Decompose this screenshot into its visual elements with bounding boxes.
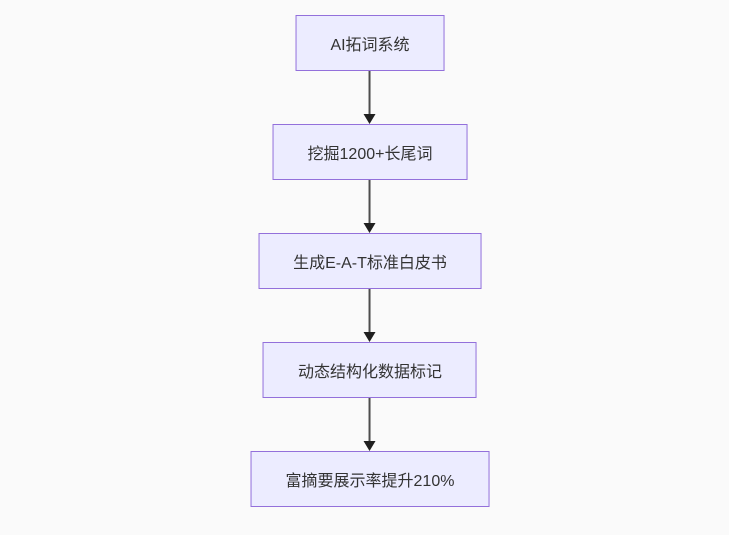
flow-node-structured-data: 动态结构化数据标记	[262, 342, 477, 398]
flow-node-label: AI拓词系统	[330, 37, 410, 54]
flowchart: AI拓词系统 挖掘1200+长尾词 生成E-A-T标准白皮书 动态结构化数据标记	[250, 15, 490, 507]
flow-node-label: 挖掘1200+长尾词	[307, 146, 433, 163]
flow-node-eat-whitepaper: 生成E-A-T标准白皮书	[258, 233, 482, 289]
arrow-down-3	[364, 289, 376, 342]
arrowhead-icon	[364, 332, 376, 342]
arrowhead-icon	[364, 114, 376, 124]
arrow-down-4	[364, 398, 376, 451]
flow-node-label: 动态结构化数据标记	[297, 364, 442, 381]
arrow-line	[369, 180, 371, 223]
flow-node-label: 生成E-A-T标准白皮书	[293, 255, 447, 272]
flow-node-ai-word-system: AI拓词系统	[295, 15, 445, 71]
arrowhead-icon	[364, 441, 376, 451]
arrow-line	[369, 289, 371, 332]
flow-node-rich-snippet-result: 富摘要展示率提升210%	[250, 451, 490, 507]
flow-node-label: 富摘要展示率提升210%	[285, 473, 455, 490]
arrow-down-1	[364, 71, 376, 124]
arrow-line	[369, 71, 371, 114]
flow-node-longtail-keywords: 挖掘1200+长尾词	[272, 124, 468, 180]
arrow-down-2	[364, 180, 376, 233]
arrow-line	[369, 398, 371, 441]
arrowhead-icon	[364, 223, 376, 233]
